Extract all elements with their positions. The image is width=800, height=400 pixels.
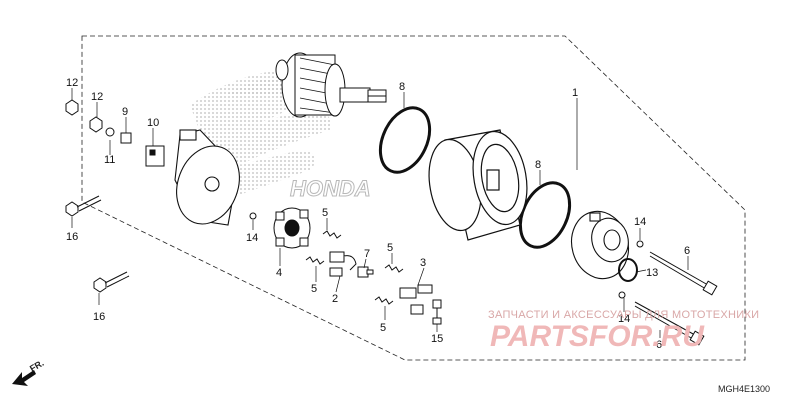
- callout-2: 2: [332, 293, 338, 305]
- callout-14-right-lower: 14: [618, 313, 630, 325]
- o-ring-13: [618, 258, 638, 282]
- callout-3: 3: [420, 257, 426, 269]
- callout-4: 4: [276, 267, 282, 279]
- callout-5-b: 5: [311, 283, 317, 295]
- nut-12-upper: [65, 99, 79, 116]
- callout-7: 7: [364, 248, 370, 260]
- watermark-brand: PARTSFOR.RU: [490, 320, 705, 353]
- washer-14-right-lower: [618, 291, 626, 299]
- watermark-tagline: ЗАПЧАСТИ И АКСЕССУАРЫ ДЛЯ МОТОТЕХНИКИ: [488, 309, 759, 321]
- brush-part-2: [329, 251, 357, 277]
- leader-lines: [71, 88, 689, 338]
- callout-8-lower: 8: [535, 159, 541, 171]
- washer-14-left: [249, 212, 257, 220]
- callout-10: 10: [147, 117, 159, 129]
- front-arrow-icon: [12, 370, 36, 386]
- callout-11: 11: [104, 154, 115, 166]
- callout-5-a: 5: [322, 207, 328, 219]
- brush-set-3: [399, 284, 433, 315]
- callout-5-d: 5: [380, 322, 386, 334]
- callout-6-lower: 6: [656, 339, 662, 351]
- washer-11: [105, 127, 115, 137]
- callout-16-lower: 16: [93, 311, 105, 323]
- callout-16-upper: 16: [66, 231, 78, 243]
- front-cover-part: [571, 210, 629, 280]
- callout-9: 9: [122, 106, 128, 118]
- callout-labels: 1 2 3 4 5 5 5 5 6 6 7 8 8 9 10 11 12 12 …: [66, 77, 690, 351]
- bolt-6-lower: [634, 301, 705, 346]
- motor-case-part: [428, 129, 528, 241]
- callout-6-upper: 6: [684, 245, 690, 257]
- spring-5-d: [374, 296, 394, 305]
- assembly-boundary: [81, 35, 746, 361]
- armature-part: [275, 52, 387, 118]
- honda-logo-text: HONDA: [290, 176, 371, 201]
- o-ring-upper: [378, 106, 432, 174]
- spring-5-c: [384, 264, 404, 273]
- callout-12-lower: 12: [91, 91, 103, 103]
- insulator-9: [120, 132, 132, 144]
- diagram-code: MGH4E1300: [718, 384, 770, 394]
- spring-5-b: [305, 256, 325, 265]
- bolt-16-upper: [65, 195, 102, 217]
- front-marker: FR.: [28, 358, 46, 374]
- callout-14-left: 14: [246, 232, 258, 244]
- callout-13: 13: [646, 267, 658, 279]
- terminal-7: [357, 266, 374, 278]
- callout-1: 1: [572, 87, 578, 99]
- bolt-6-upper: [649, 251, 718, 296]
- callout-14-right-upper: 14: [634, 216, 646, 228]
- rear-cover-part: [174, 129, 240, 226]
- washer-14-right-upper: [636, 240, 644, 248]
- brush-holder-part: [273, 207, 311, 249]
- callout-5-c: 5: [387, 242, 393, 254]
- nut-15: [432, 299, 442, 325]
- callout-12-upper: 12: [66, 77, 78, 89]
- callout-8-upper: 8: [399, 81, 405, 93]
- bolt-16-lower: [93, 271, 130, 293]
- callout-15: 15: [431, 333, 443, 345]
- nut-12-lower: [89, 116, 103, 133]
- spring-5-a: [322, 230, 342, 239]
- terminal-insulator-10: [145, 145, 165, 167]
